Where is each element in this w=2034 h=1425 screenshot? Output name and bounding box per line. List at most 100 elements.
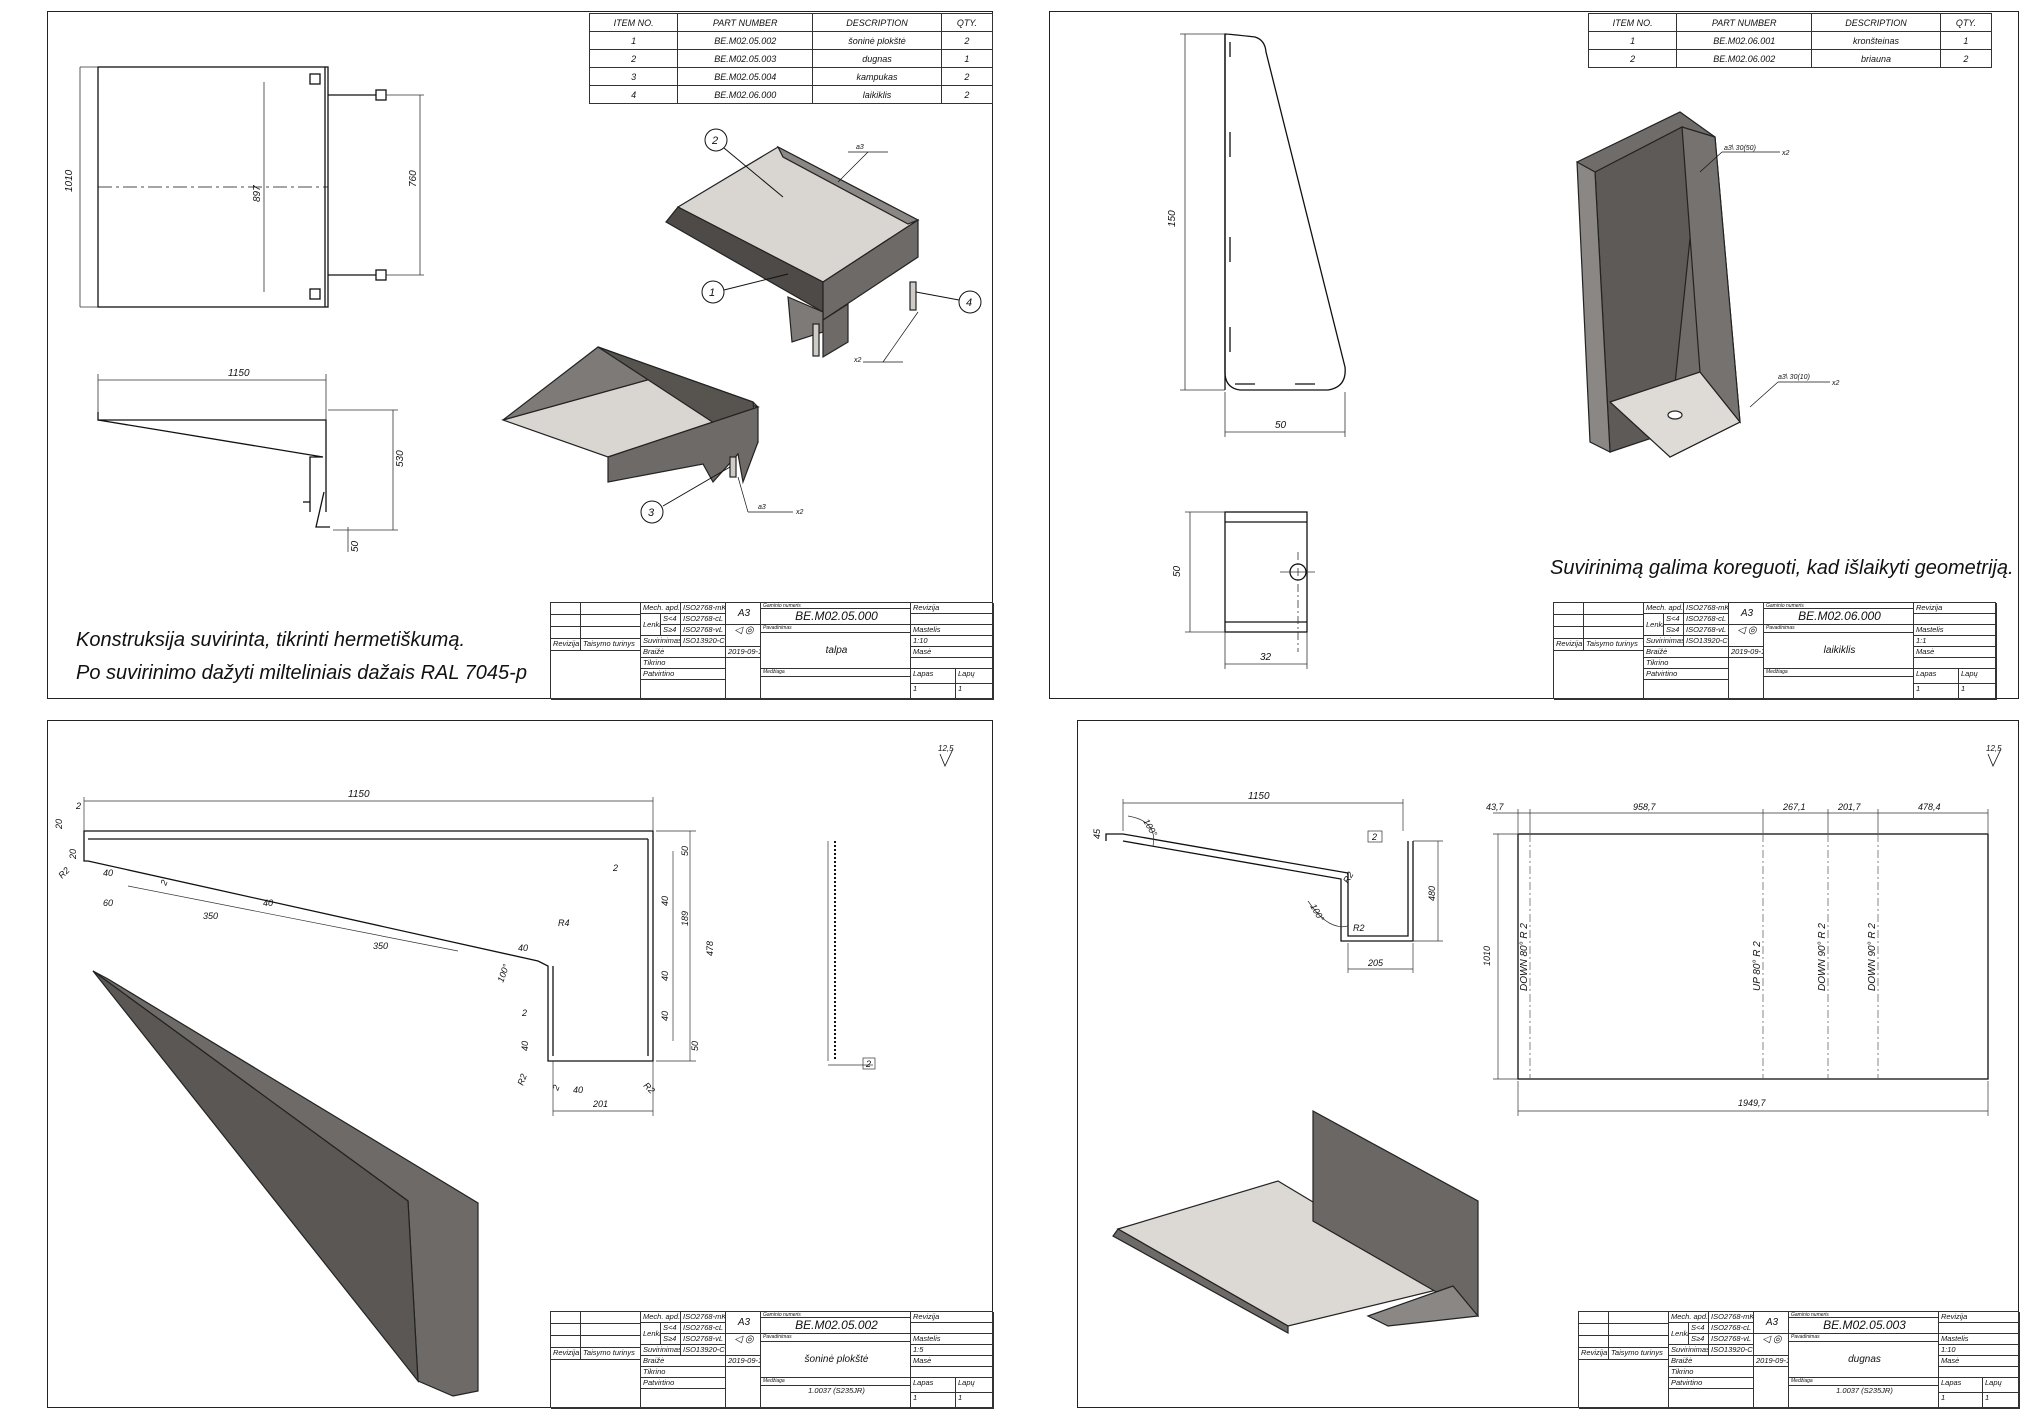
dim-50: 50	[350, 540, 361, 552]
svg-text:4: 4	[966, 297, 972, 309]
balloon-4	[958, 290, 982, 314]
svg-text:40: 40	[660, 1011, 670, 1021]
svg-text:R4: R4	[558, 918, 570, 928]
svg-text:2: 2	[158, 879, 169, 888]
svg-text:R2: R2	[642, 1080, 657, 1095]
balloon-3	[640, 500, 664, 524]
svg-text:60: 60	[103, 898, 113, 908]
title-block: Revizija Taisymo turinys Mech. apd. ISO2…	[1553, 602, 1997, 700]
balloon-1	[701, 280, 725, 304]
svg-text:x2: x2	[853, 357, 862, 364]
svg-text:40: 40	[573, 1085, 583, 1095]
svg-text:100°: 100°	[1141, 817, 1159, 838]
svg-text:a3: a3	[856, 144, 864, 151]
svg-text:x2: x2	[795, 509, 804, 516]
svg-text:40: 40	[660, 896, 670, 906]
svg-text:40: 40	[520, 1041, 530, 1051]
svg-text:189: 189	[680, 911, 690, 926]
bottom-profile-view	[1105, 833, 1414, 942]
talpa-views: 1010 897 760 1150 530 50	[64, 66, 982, 552]
svg-text:2: 2	[612, 863, 618, 873]
drawing-sheet-dugnas: 12,5 2 1150 45 100° 100° R2 R2 480 205	[1077, 720, 2020, 1409]
svg-text:x2: x2	[1781, 150, 1790, 157]
svg-text:201: 201	[592, 1099, 608, 1109]
dim-150: 150	[1167, 210, 1178, 227]
svg-text:1949,7: 1949,7	[1738, 1098, 1767, 1108]
svg-text:43,7: 43,7	[1486, 802, 1505, 812]
svg-text:x2: x2	[1831, 380, 1840, 387]
sonine-plokste-views: 12,5 2 1150 2 20 20 R2 40 2 60 350	[54, 744, 954, 1397]
svg-text:R2: R2	[1353, 923, 1365, 933]
dim-50-side: 50	[1172, 565, 1183, 577]
svg-text:R2: R2	[1341, 870, 1355, 885]
svg-text:20: 20	[68, 849, 78, 860]
svg-text:201,7: 201,7	[1837, 802, 1862, 812]
svg-text:2: 2	[865, 1059, 871, 1069]
roughness-symbol: 12,5	[1986, 744, 2002, 753]
svg-text:478: 478	[705, 941, 715, 956]
svg-text:50: 50	[690, 1041, 700, 1051]
bracket-side-view	[1224, 33, 1346, 391]
dugnas-views: 12,5 2 1150 45 100° 100° R2 R2 480 205	[1092, 744, 2002, 1335]
bend-note: DOWN 80° R 2	[1519, 923, 1530, 991]
svg-text:40: 40	[518, 943, 528, 953]
title-block: Revizija Taisymo turinys Mech. apd. ISO2…	[550, 602, 994, 700]
dim-1150: 1150	[1248, 791, 1270, 802]
dim-32: 32	[1260, 652, 1272, 663]
note-welded: Konstruksija suvirinta, tikrinti hermeti…	[76, 629, 466, 651]
svg-text:R2: R2	[56, 865, 71, 880]
title-block: Revizija Taisymo turinys Mech. apd. ISO2…	[1578, 1311, 2020, 1409]
bend-note: DOWN 90° R 2	[1817, 923, 1828, 991]
dim-1150: 1150	[228, 368, 250, 379]
svg-text:205: 205	[1367, 958, 1384, 968]
svg-text:100°: 100°	[1308, 902, 1326, 923]
dim-1010: 1010	[64, 169, 75, 192]
dim-50: 50	[1275, 420, 1287, 431]
svg-text:a3\ 30(50): a3\ 30(50)	[1724, 145, 1756, 152]
bend-note: UP 80° R 2	[1752, 941, 1763, 991]
svg-text:1: 1	[709, 287, 715, 299]
bottom-iso-view	[1112, 1109, 1480, 1335]
svg-text:45: 45	[1092, 828, 1102, 839]
svg-text:2: 2	[75, 801, 81, 811]
svg-text:100°: 100°	[495, 962, 511, 983]
svg-text:40: 40	[103, 868, 113, 878]
dim-1150: 1150	[348, 789, 370, 800]
svg-text:958,7: 958,7	[1633, 802, 1657, 812]
svg-text:2: 2	[521, 1008, 527, 1018]
svg-text:20: 20	[54, 819, 64, 830]
laikiklis-views: 150 50 50 32 a3\ 30(50) x2 a3\ 30(10) x2	[1167, 33, 1840, 669]
svg-text:R2: R2	[515, 1072, 528, 1086]
dim-897: 897	[252, 185, 263, 202]
flat-pattern-view	[1517, 833, 1989, 1080]
svg-text:a3\ 30(10): a3\ 30(10)	[1778, 374, 1810, 381]
balloon-2	[704, 128, 728, 152]
svg-text:1010: 1010	[1482, 946, 1492, 966]
svg-text:40: 40	[660, 971, 670, 981]
note-weld-adjust: Suvirinimą galima koreguoti, kad išlaiky…	[1550, 557, 2014, 579]
svg-text:3: 3	[648, 507, 655, 519]
svg-text:50: 50	[680, 846, 690, 856]
svg-text:478,4: 478,4	[1918, 802, 1941, 812]
svg-text:a3: a3	[758, 504, 766, 511]
svg-text:350: 350	[203, 911, 218, 921]
svg-text:2: 2	[550, 1084, 561, 1093]
roughness-symbol: 12,5	[938, 744, 954, 753]
svg-text:350: 350	[373, 941, 388, 951]
dim-760: 760	[408, 170, 419, 187]
side-plate-iso-view	[92, 970, 479, 1397]
bend-note: DOWN 90° R 2	[1867, 923, 1878, 991]
dim-530: 530	[395, 450, 406, 467]
side-plate-profile	[83, 830, 654, 1062]
svg-text:2: 2	[1371, 832, 1377, 842]
drawing-sheet-sonine-plokste: 12,5 2 1150 2 20 20 R2 40 2 60 350	[47, 720, 994, 1409]
bracket-iso-view	[1576, 111, 1741, 458]
